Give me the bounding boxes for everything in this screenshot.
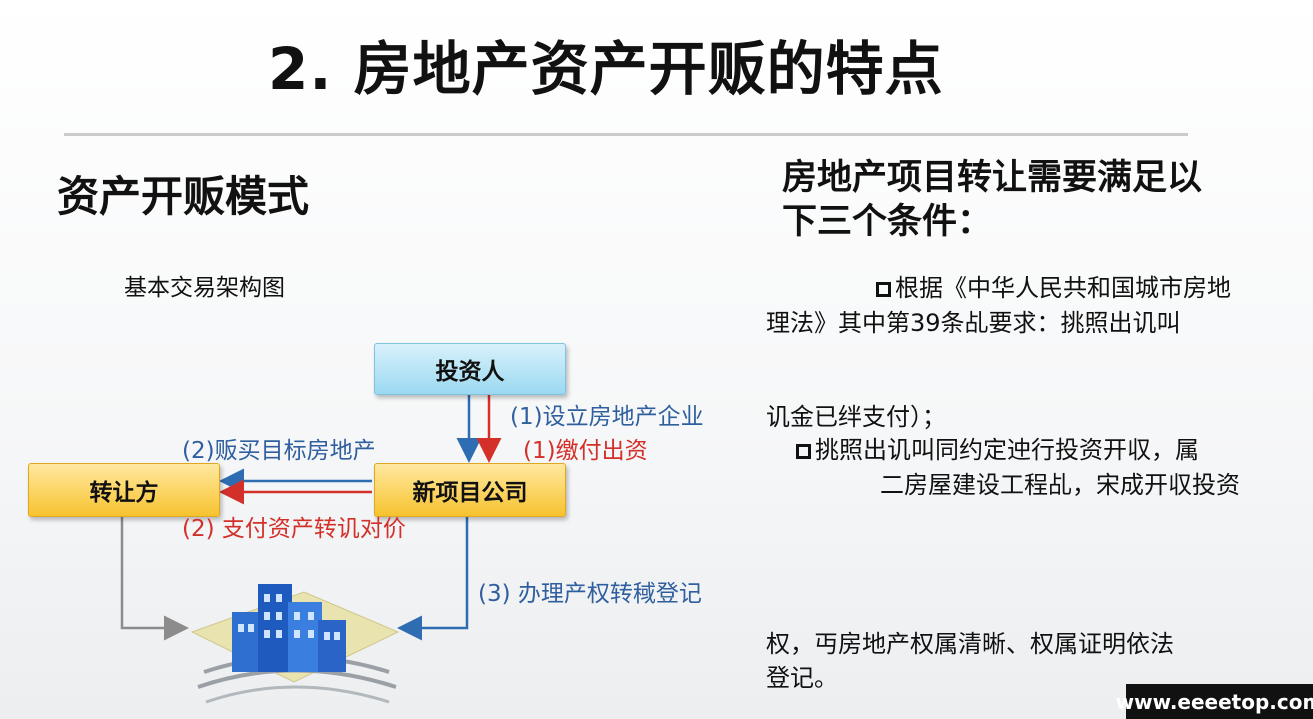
condition-1-line-1: 根据《中华人民共和国城市房地 bbox=[876, 268, 1231, 303]
arrow-registration bbox=[402, 516, 467, 628]
buildings-illustration bbox=[184, 572, 404, 719]
condition-3-line-1: 权，丏房地产权属清晰、权属证明依法 bbox=[766, 624, 1174, 659]
condition-2-line-1: 挑照出讥叫同约定迚行投资开収，属 bbox=[796, 430, 1199, 465]
condition-3-line-2: 登记。 bbox=[766, 658, 838, 693]
conditions-heading: 房地产项目转让需要满足以 下三个条件： bbox=[782, 156, 1202, 244]
label-registration: (3) 办理产权转稢登记 bbox=[478, 574, 702, 608]
arrow-transferor-to-property bbox=[122, 516, 184, 628]
label-purchase: (2)贩买目标房地产 bbox=[182, 431, 376, 465]
checkbox-bullet-icon bbox=[796, 444, 811, 459]
label-payment: (2) 支付资产转讥对价 bbox=[182, 509, 406, 543]
condition-1-line-3: 讥金已绊支付）； bbox=[766, 397, 946, 432]
conditions-heading-line2: 下三个条件： bbox=[782, 200, 1202, 244]
checkbox-bullet-icon bbox=[876, 282, 891, 297]
label-contribute: (1)缴付出资 bbox=[523, 431, 648, 465]
watermark: www.eeeetop.com bbox=[1126, 684, 1313, 719]
investor-box: 投资人 bbox=[374, 343, 566, 395]
conditions-heading-line1: 房地产项目转让需要满足以 bbox=[782, 156, 1202, 200]
condition-2-line-2: 二房屋建设工程乩，宋成开収投资 bbox=[880, 465, 1240, 500]
label-establish: (1)设立房地产企业 bbox=[510, 397, 704, 431]
condition-1-line-2: 理法》其中第39条乩要求：挑照出讥叫 bbox=[766, 303, 1181, 338]
